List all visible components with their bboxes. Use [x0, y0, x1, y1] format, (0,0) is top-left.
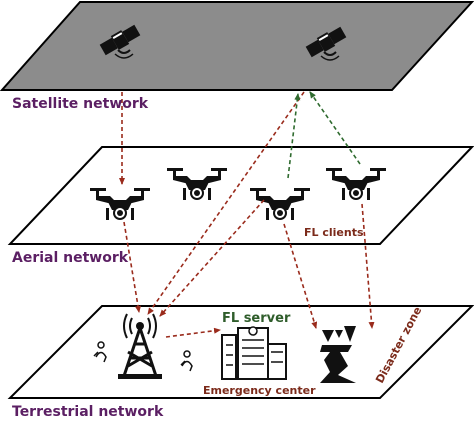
aerial-network-label: Aerial network	[12, 250, 129, 266]
arrow-green	[287, 93, 301, 179]
arrow-red	[159, 199, 265, 317]
person-icon	[93, 341, 107, 363]
emergency-center-label: Emergency center	[203, 384, 316, 397]
arrow-red	[147, 91, 305, 315]
satellite-network-label: Satellite network	[12, 96, 149, 112]
terrestrial-network-label: Terrestrial network	[12, 404, 164, 420]
arrow-green	[309, 91, 361, 165]
arrow-red	[123, 221, 141, 313]
fl-clients-label: FL clients	[304, 226, 364, 239]
satellite-plane	[0, 1, 474, 91]
emergency-center-icon	[221, 326, 287, 380]
fl-server-label: FL server	[222, 311, 291, 326]
aerial-plane	[7, 146, 474, 245]
disaster-zone-icon	[320, 326, 356, 383]
arrow-red	[165, 327, 221, 338]
cell-tower-icon	[118, 313, 162, 379]
person-icon	[180, 350, 193, 372]
